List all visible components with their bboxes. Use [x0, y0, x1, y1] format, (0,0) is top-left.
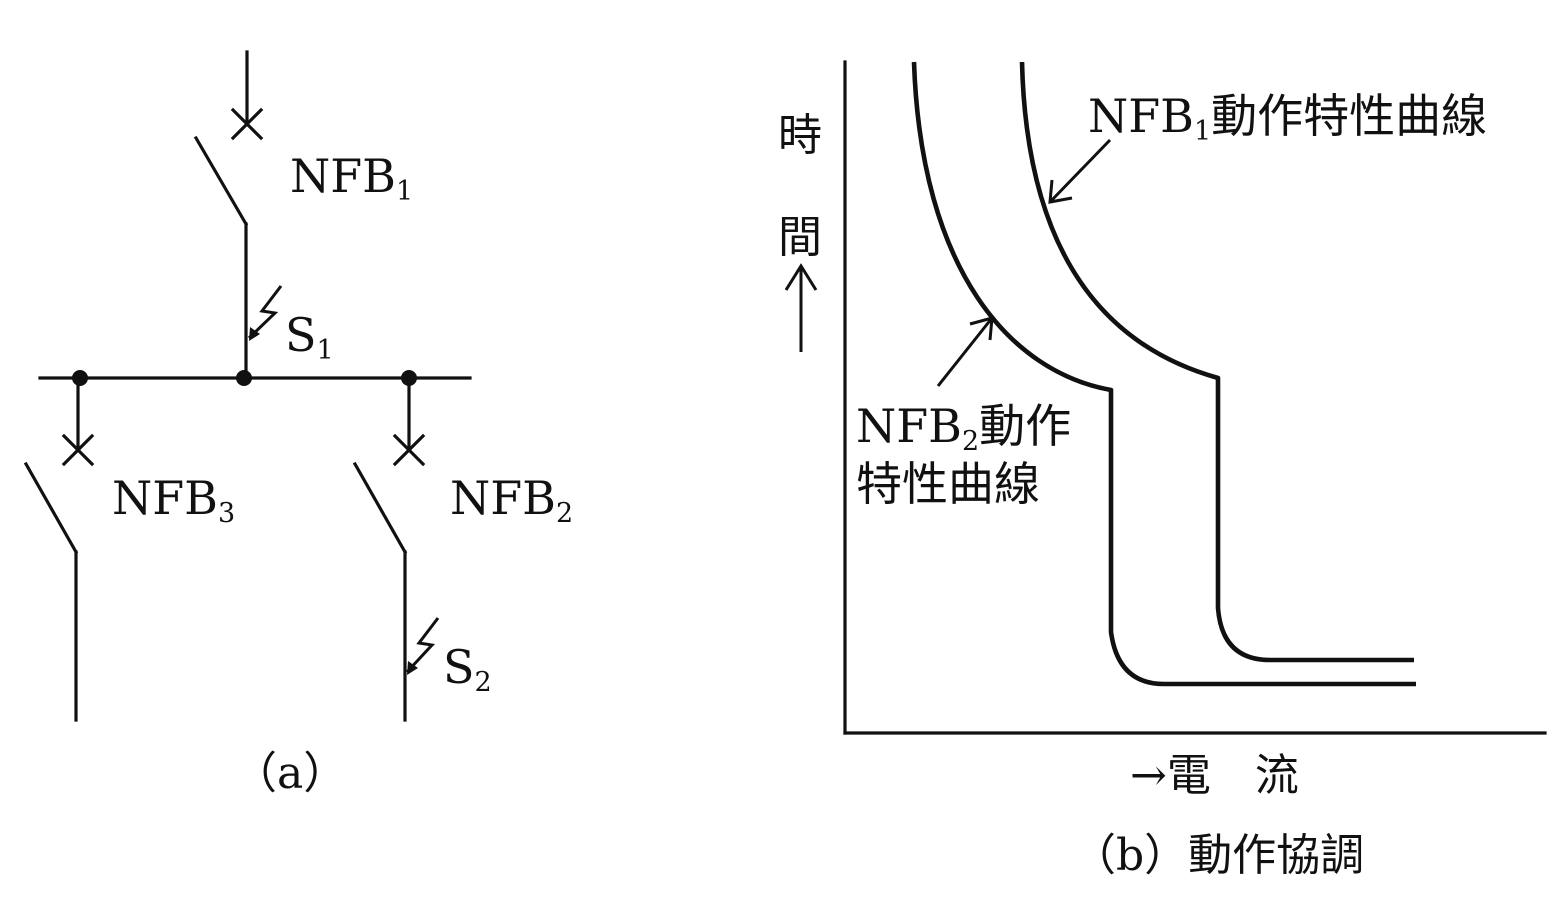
bus-junction-nfb1 — [236, 370, 252, 386]
nfb2-curve-label-line2: 特性曲線 — [856, 457, 1040, 511]
y-axis-label-time-1: 時 — [778, 110, 822, 161]
nfb2-operating-curve — [911, 61, 1416, 687]
fault-s2-symbol — [405, 617, 440, 675]
nfb3-switch-blade — [23, 461, 79, 555]
caption-a: （a） — [233, 748, 347, 799]
y-axis-arrow-up — [784, 263, 818, 352]
nfb2-switch-blade — [352, 461, 408, 555]
nfb2-breaker-x-mark — [392, 433, 426, 467]
fault-s1-symbol — [247, 285, 283, 341]
nfb3-label: NFB3 — [112, 471, 235, 529]
nfb1-label: NFB1 — [290, 149, 413, 207]
nfb1-curve-pointer-arrow — [1048, 138, 1112, 204]
nfb1-curve-label: NFB1動作特性曲線 — [1088, 89, 1487, 147]
nfb2-label: NFB2 — [450, 471, 573, 529]
nfb2-curve-pointer-arrow — [936, 315, 994, 387]
bus-junction-nfb3 — [72, 370, 88, 386]
x-axis-label-current: →電 流 — [1130, 750, 1299, 801]
nfb1-operating-curve — [1019, 61, 1414, 663]
fault-s2-label: S2 — [443, 640, 492, 698]
fault-s1-label: S1 — [285, 308, 334, 366]
nfb1-breaker-x-mark — [230, 107, 264, 141]
nfb2-curve-label-line1: NFB2動作 — [856, 399, 1071, 457]
single-line-diagram: NFB1 S1 NFB3 NFB2 S2 （a） — [23, 50, 573, 799]
nfb3-breaker-x-mark — [61, 433, 95, 467]
y-axis-label-time-2: 間 — [778, 212, 822, 263]
nfb1-switch-blade — [193, 135, 249, 227]
coordination-graph: 時 間 →電 流 NFB1動作特性曲線 NFB2動作 特性曲線 （b）動作協調 — [778, 60, 1547, 881]
caption-b: （b）動作協調 — [1072, 830, 1364, 881]
